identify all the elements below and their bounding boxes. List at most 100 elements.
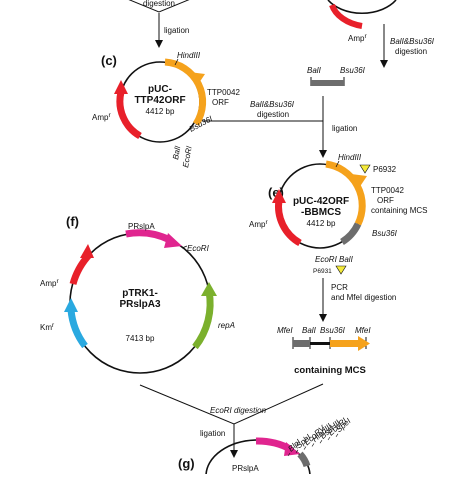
plasmid-f-amp-arc (69, 251, 93, 286)
plasmid-c-amp: Ampr (92, 112, 111, 122)
bottom-ecori-digestion: EcoRI digestion (210, 406, 267, 415)
plasmid-c-name1: pUC- (148, 84, 172, 95)
plasmid-c-hindiii: HindIII (177, 51, 201, 60)
plasmid-c-amp-arrowhead (114, 80, 128, 94)
mcs-site-tick (303, 446, 307, 450)
plasmid-e-amp-arrowhead (272, 189, 286, 203)
plasmid-c-orf-arrowhead (189, 72, 205, 86)
mcs-site-tick (287, 452, 291, 457)
fragment-b-bar (311, 80, 344, 86)
mfe-bsu-label: Bsu36I (320, 326, 346, 335)
plasmid-c-orf1: TTP0042 (207, 88, 240, 97)
bottom-v-lines (139, 383, 324, 425)
top-amp-label: Ampr (348, 33, 367, 43)
plasmid-f-size: 7413 bp (126, 334, 155, 343)
primer-p6932-icon (359, 164, 371, 174)
panel-g-label: (g) (178, 456, 195, 471)
mfe-left-label: MfeI (277, 326, 293, 335)
plasmid-f-repa: repA (218, 321, 235, 330)
plasmid-e-size: 4412 bp (307, 219, 336, 228)
plasmid-e-name2: -BBMCS (301, 207, 341, 218)
balI-bsu36i-fragment: BalI Bsu36I (307, 66, 366, 86)
plasmid-g-prslpa-arc (255, 437, 292, 453)
plasmid-f-km-arc (67, 309, 88, 349)
plasmid-c-size: 4412 bp (146, 107, 175, 116)
arrow-cd-enzymes: BalI&Bsu36I (250, 100, 295, 109)
panel-c-label: (c) (101, 53, 117, 68)
plasmid-f-repa-arrowhead (201, 282, 217, 296)
mcs-site-tick (319, 440, 323, 444)
top-right-step: Ampr BalI&Bsu36I digestion (327, 0, 435, 68)
plasmid-f-ecori-tick (181, 245, 188, 249)
mcs-site-tick (311, 443, 315, 447)
plasmid-f-prslpa-arc (125, 229, 172, 244)
plasmid-e-orf-arc (325, 160, 366, 226)
plasmid-e-amp-arc (275, 199, 302, 247)
plasmid-c-bal: BalI (171, 144, 182, 160)
top-left-step: digestion ligation (128, 0, 190, 48)
panel-f: (f) PRslpA EcoRI Ampr Kmr pTRK1- PRslpA3… (40, 214, 235, 374)
plasmid-g-mcs-arc (297, 451, 311, 468)
panel-c: (c) pUC- TTP42ORF 4412 bp HindIII TTP004… (92, 51, 240, 168)
bottom-ligation: ligation (200, 429, 225, 438)
mfe-right-label: MfeI (355, 326, 371, 335)
plasmid-c-orf2: ORF (212, 98, 229, 107)
plasmid-f-prslpa-label: PRslpA (128, 222, 155, 231)
decision-diamond (128, 0, 190, 13)
plasmid-c-amp-arc (116, 91, 142, 140)
arrow-cd-ligation: ligation (332, 124, 357, 133)
arrow-c-to-e: BalI&Bsu36I digestion ligation (202, 96, 357, 158)
plasmid-c-name2: TTP42ORF (134, 95, 185, 106)
plasmid-f-repa-arc (192, 290, 214, 350)
mfe-fragment-black (310, 342, 330, 345)
plasmid-f-name1: pTRK1- (122, 288, 158, 299)
plasmid-g-prslpa-label: PRslpA (232, 464, 259, 473)
mcs-site-tick (327, 436, 331, 441)
mfe-fragment-orf-arrowhead (358, 336, 370, 351)
pcr-line2: and MfeI digestion (331, 293, 396, 302)
mfe-bal-label: BalI (302, 326, 317, 335)
plasmid-f-name2: PRslpA3 (119, 299, 161, 310)
plasmid-e-mcs-gray-arc (340, 222, 362, 245)
top-digestion2-label: digestion (395, 47, 427, 56)
plasmid-e-orf2: ORF (377, 196, 394, 205)
plasmid-e-p6931: P6931 (313, 268, 332, 275)
mcs-site-tick (295, 449, 299, 453)
plasmid-e-hindiii: HindIII (338, 153, 362, 162)
mfe-caption: containing MCS (294, 365, 366, 376)
mcs-site-tick (335, 433, 339, 437)
plasmid-f-amp-arrowhead (80, 244, 94, 258)
plasmid-e-ecori-bal: EcoRI BalI (315, 255, 354, 264)
pcr-step: PCR and MfeI digestion (319, 278, 396, 322)
plasmid-e-hindiii-tick (335, 160, 340, 168)
pcr-line1: PCR (331, 283, 348, 292)
plasmid-e-orf-arrowhead (351, 174, 367, 188)
top-right-amp-arc (329, 3, 363, 29)
plasmid-e-p6932: P6932 (373, 165, 397, 174)
bottom-step: EcoRI digestion ligation PRslpA (g) BlpI… (139, 383, 353, 477)
mfe-fragment-orf (330, 340, 360, 347)
panel-f-label: (f) (66, 214, 79, 229)
arrow-cd-digestion: digestion (257, 110, 289, 119)
plasmid-f-prslpa-arrowhead (164, 233, 182, 248)
fragment-b-right: Bsu36I (340, 66, 366, 75)
top-digestion-label: digestion (143, 0, 175, 8)
fragment-b-left: BalI (307, 66, 322, 75)
plasmid-e-bsu: Bsu36I (372, 229, 398, 238)
primer-p6931-icon (335, 265, 347, 275)
plasmid-e-orf3: containing MCS (371, 206, 427, 215)
plasmid-e-orf1: TTP0042 (371, 186, 404, 195)
mcs-site-label: SpeI (334, 416, 353, 434)
plasmid-f-km-arrowhead (64, 298, 78, 312)
mfei-fragment: MfeI BalI Bsu36I MfeI containing MCS (277, 326, 371, 376)
plasmid-e-amp: Ampr (249, 219, 268, 229)
top-ligation-label: ligation (164, 26, 189, 35)
plasmid-e-name1: pUC-42ORF (293, 196, 349, 207)
plasmid-c-hindiii-tick (174, 58, 179, 66)
top-enzymes-label: BalI&Bsu36I (390, 37, 435, 46)
plasmid-c-ecori: EcoRI (181, 145, 194, 169)
panel-e: (e) pUC-42ORF -BBMCS 4412 bp HindIII P69… (249, 153, 427, 275)
